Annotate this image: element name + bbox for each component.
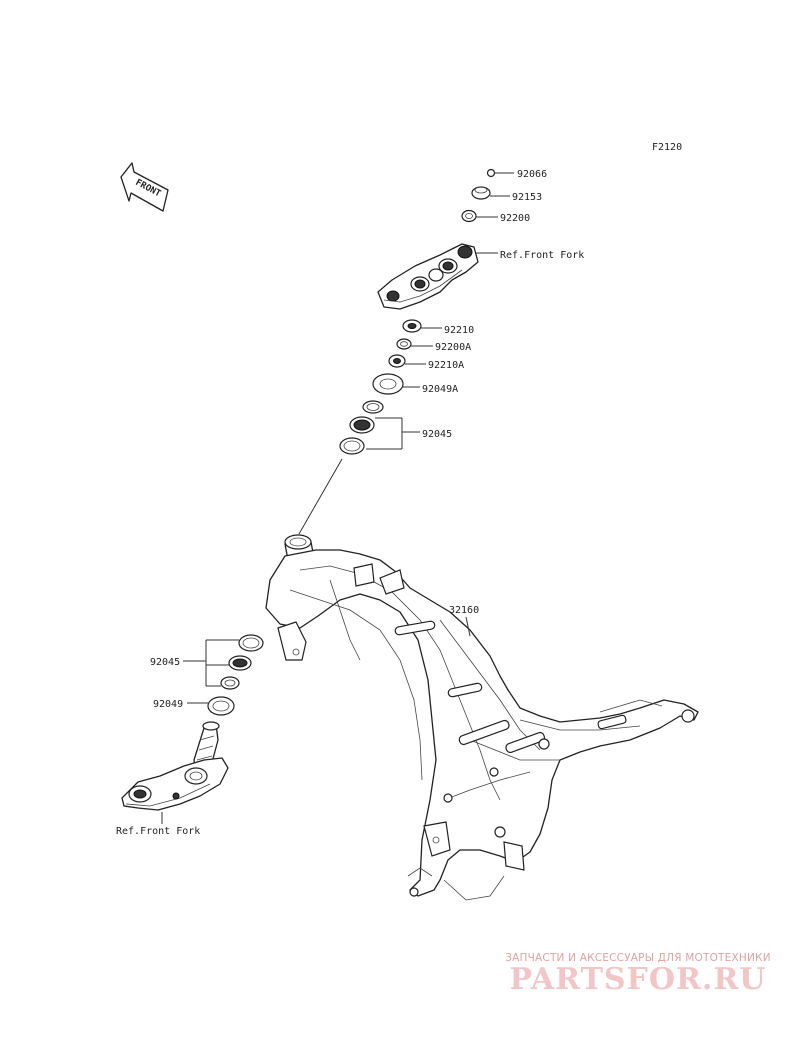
label-92049: 92049 (153, 699, 183, 710)
watermark: ЗАПЧАСТИ И АКСЕССУАРЫ ДЛЯ МОТОТЕХНИКИ PA… (488, 952, 788, 996)
label-92045-lower: 92045 (150, 657, 180, 668)
label-92200: 92200 (500, 213, 530, 224)
part-92210A-icon (388, 354, 406, 368)
lower-triple-clamp-icon (121, 721, 229, 811)
part-92045-upper-icon (339, 400, 384, 455)
part-92200-icon (461, 209, 477, 223)
upper-triple-clamp-icon (377, 243, 479, 310)
label-92049A: 92049A (422, 384, 458, 395)
part-92049-icon (207, 696, 235, 716)
main-frame-icon (265, 534, 699, 901)
label-92210: 92210 (444, 325, 474, 336)
ref-front-fork-top: Ref.Front Fork (500, 250, 584, 261)
part-92153-icon (471, 186, 491, 200)
label-92200A: 92200A (435, 342, 471, 353)
diagram-code: F2120 (652, 142, 682, 153)
ref-front-fork-bottom: Ref.Front Fork (116, 826, 200, 837)
part-92066-icon (486, 168, 496, 178)
label-92066: 92066 (517, 169, 547, 180)
label-32160: 32160 (449, 605, 479, 616)
front-arrow-icon: FRONT (120, 162, 169, 212)
watermark-logo: PARTSFOR.RU (509, 962, 767, 997)
part-92045-lower-icon (220, 634, 264, 690)
part-92200A-icon (396, 338, 412, 350)
label-92153: 92153 (512, 192, 542, 203)
label-92210A: 92210A (428, 360, 464, 371)
part-92210-icon (402, 319, 422, 333)
label-92045-upper: 92045 (422, 429, 452, 440)
part-92049A-icon (372, 373, 404, 395)
watermark-tagline: ЗАПЧАСТИ И АКСЕССУАРЫ ДЛЯ МОТОТЕХНИКИ (505, 952, 771, 964)
